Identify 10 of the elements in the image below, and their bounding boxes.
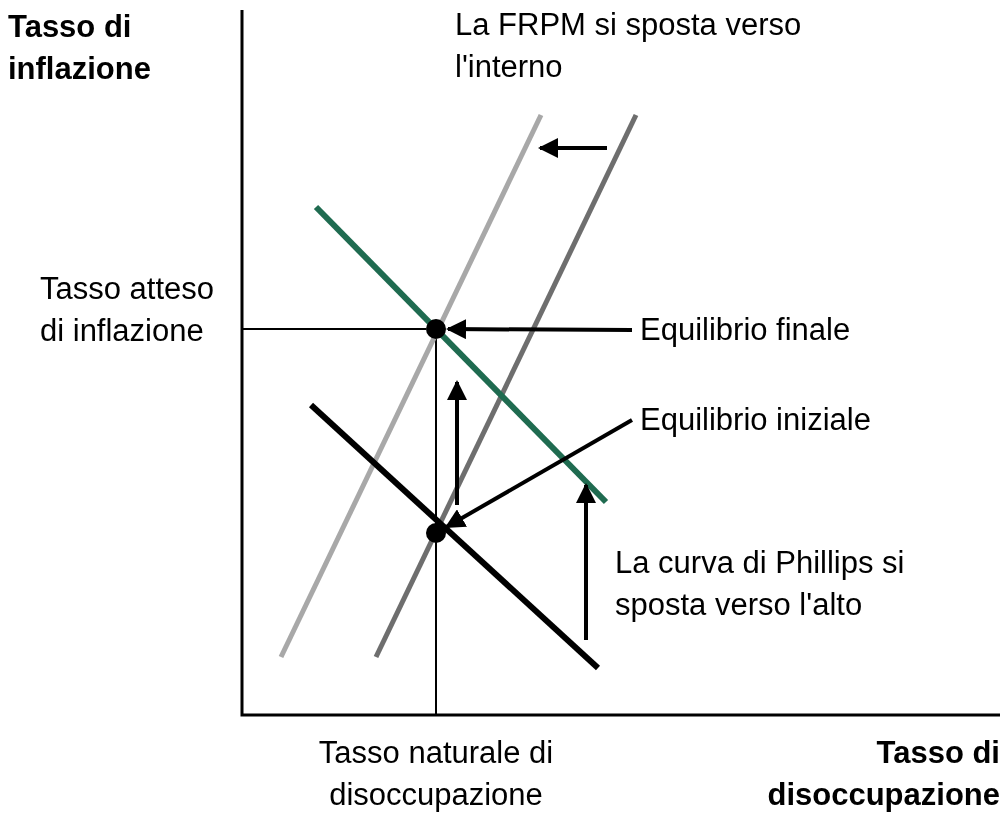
axis-value-label: Tasso naturale di disoccupazione [317,734,555,814]
axis-title: Tasso di disoccupazione [766,734,1000,814]
axis-title: Tasso di inflazione [8,8,152,88]
leader-arrow [446,319,632,340]
annotation-text: La FRPM si sposta verso l'interno [455,6,803,86]
axis-value-label: Tasso atteso di inflazione [40,270,215,350]
callout-label: Equilibrio finale [640,308,970,352]
annotation-text: La curva di Phillips si sposta verso l'alto [615,544,906,624]
equilibrium-point [426,523,446,543]
callout-label: Equilibrio iniziale [640,398,985,442]
